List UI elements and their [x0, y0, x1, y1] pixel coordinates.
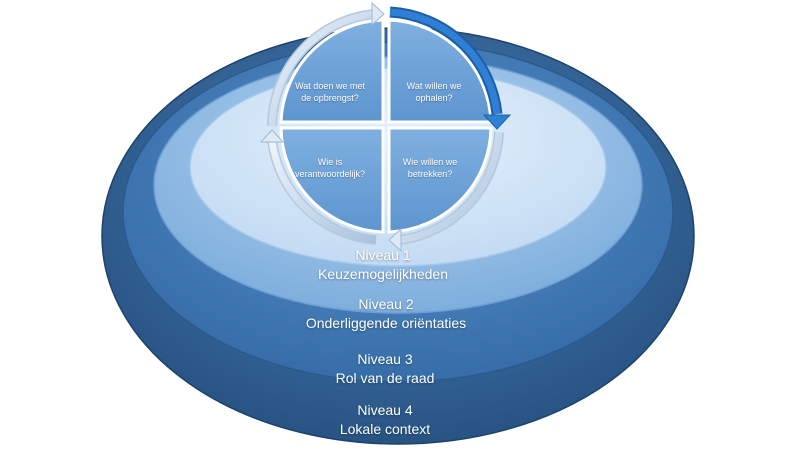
level-3-title: Niveau 3	[357, 351, 413, 367]
quadrant-top-left-line1: Wat doen we met	[295, 81, 365, 91]
quadrant-top-right-line1: Wat willen we	[406, 81, 462, 91]
quadrant-bottom-left-line1: Wie is	[317, 157, 343, 167]
cycle-arrows	[259, 1, 512, 253]
level-3-label: Niveau 3 Rol van de raad	[235, 350, 535, 388]
level-3-subtitle: Rol van de raad	[335, 370, 435, 386]
quadrant-top-left-text: Wat doen we met de opbrengst?	[282, 80, 378, 104]
level-2-title: Niveau 2	[358, 296, 414, 312]
level-4-label: Niveau 4 Lokale context	[235, 401, 535, 439]
cycle-quadrants	[279, 18, 493, 234]
quadrant-bottom-left-text: Wie is verantwoordelijk?	[282, 156, 378, 180]
quadrant-top-right-line2: ophalen?	[415, 93, 453, 103]
quadrant-bottom-right-line1: Wie willen we	[402, 157, 458, 167]
level-1-label: Niveau 1 Keuzemogelijkheden	[233, 246, 533, 284]
level-2-label: Niveau 2 Onderliggende oriëntaties	[236, 295, 536, 333]
quadrant-bottom-left-line2: verantwoordelijk?	[294, 169, 366, 179]
arrow-head-bottom-left	[259, 129, 285, 143]
quadrant-bottom-right-text: Wie willen we betrekken?	[382, 156, 478, 180]
quadrant-bottom-right-line2: betrekken?	[407, 169, 453, 179]
quadrant-top-left-line2: de opbrengst?	[301, 93, 359, 103]
level-1-subtitle: Keuzemogelijkheden	[318, 266, 448, 282]
level-4-title: Niveau 4	[357, 402, 413, 418]
level-1-title: Niveau 1	[355, 247, 411, 263]
quadrant-bottom-right	[387, 126, 493, 234]
quadrant-top-right-text: Wat willen we ophalen?	[386, 80, 482, 104]
level-2-subtitle: Onderliggende oriëntaties	[305, 315, 467, 331]
level-4-subtitle: Lokale context	[339, 421, 431, 437]
arrow-head-top-left	[371, 1, 385, 27]
arrow-head-top-right	[482, 114, 512, 130]
quadrant-top-left	[279, 18, 385, 124]
quadrant-bottom-left	[279, 126, 385, 234]
arrow-head-bottom-right	[388, 227, 402, 253]
